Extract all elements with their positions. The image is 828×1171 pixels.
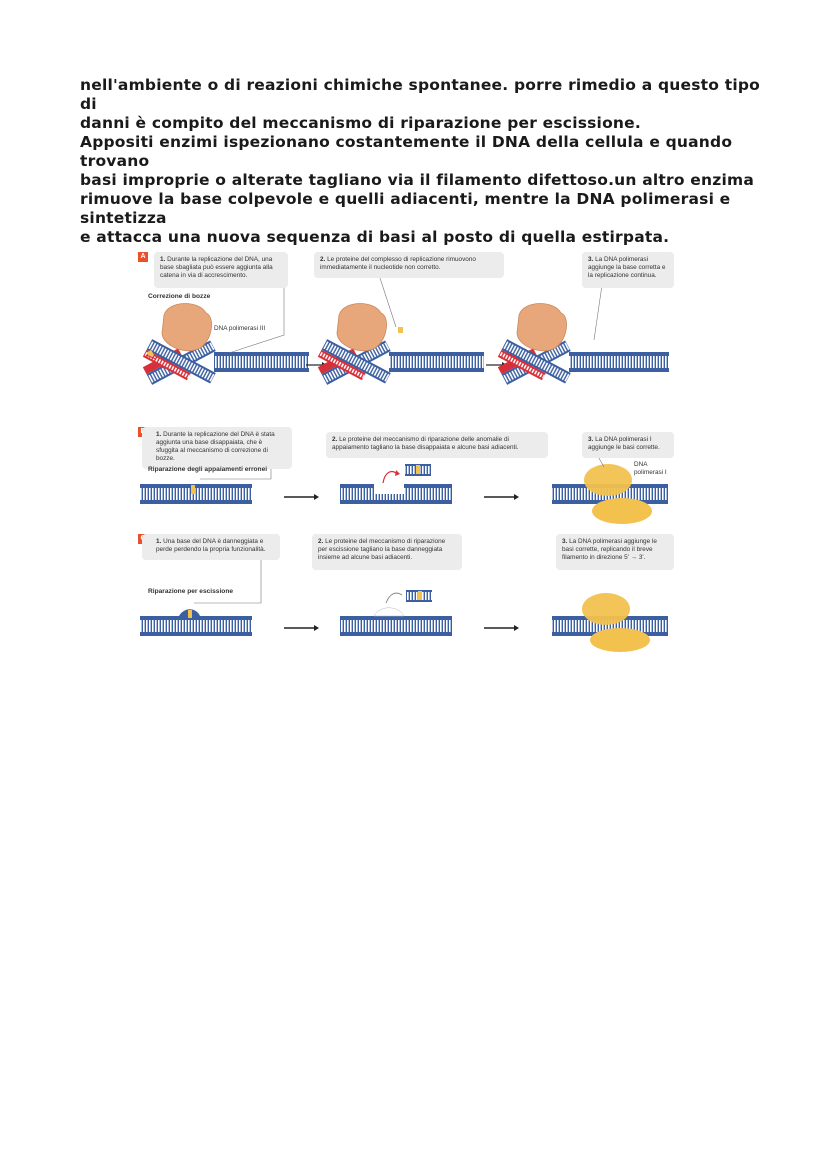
panel-c-step2-callout: 2. Le proteine del meccanismo di riparaz… — [312, 534, 462, 570]
panel-b-step2-graphic — [340, 464, 452, 504]
panel-a-step2-graphic — [317, 303, 484, 385]
arrow-c-2 — [484, 625, 519, 631]
panel-b-step3-number: 3. — [588, 436, 594, 443]
arrow-b-1 — [284, 494, 319, 500]
panel-b-step2-number: 2. — [332, 436, 338, 443]
panel-c-step3-text: La DNA polimerasi aggiunge le basi corre… — [562, 538, 657, 561]
panel-a-step3-graphic — [497, 303, 669, 385]
panel-a-step1-text: Durante la replicazione del DNA, una bas… — [160, 256, 273, 279]
dna-polimerasi-i-label: DNA polimerasi I — [634, 461, 667, 477]
panel-b-step1-graphic — [140, 484, 252, 504]
panel-a-step2-text: Le proteine del complesso di replicazion… — [320, 256, 476, 271]
text-line-3: Appositi enzimi ispezionano costantement… — [80, 133, 733, 170]
panel-c-step3-number: 3. — [562, 538, 568, 545]
text-line-6: e attacca una nuova sequenza di basi al … — [80, 228, 670, 246]
panel-b-step2-text: Le proteine del meccanismo di riparazion… — [332, 436, 519, 451]
panel-a-step3-number: 3. — [588, 256, 594, 263]
dna-polimerasi-i-label-line1: DNA — [634, 461, 648, 468]
panel-a-step1-graphic — [142, 303, 309, 385]
arrow-c-1 — [284, 625, 319, 631]
panel-c-step1-graphic — [140, 609, 252, 636]
text-line-2: danni è compito del meccanismo di ripara… — [80, 114, 641, 132]
panel-b-step3-text: La DNA polimerasi I aggiunge le basi cor… — [588, 436, 660, 451]
panel-b-step1-text: Durante la replicazione del DNA è stata … — [156, 431, 275, 462]
panel-a-step2-number: 2. — [320, 256, 326, 263]
panel-c-subtitle: Riparazione per escissione — [148, 588, 234, 595]
text-line-4: basi improprie o alterate tagliano via i… — [80, 171, 754, 189]
panel-b-step1-number: 1. — [156, 431, 162, 438]
panel-c-step1-number: 1. — [156, 538, 162, 545]
panel-a-step2-callout: 2. Le proteine del complesso di replicaz… — [314, 252, 504, 278]
text-line-5: rimuove la base colpevole e quelli adiac… — [80, 190, 731, 227]
panel-a-step3-text: La DNA polimerasi aggiunge la base corre… — [588, 256, 666, 279]
panel-c-step3-graphic — [552, 593, 668, 652]
panel-a-step1-number: 1. — [160, 256, 166, 263]
dna-polimerasi-iii-label: DNA polimerasi III — [214, 325, 266, 332]
panel-b-step2-callout: 2. Le proteine del meccanismo di riparaz… — [326, 432, 548, 458]
panel-c-step1-text: Una base del DNA è danneggiata e perde p… — [156, 538, 266, 553]
panel-a-subtitle: Correzione di bozze — [148, 293, 211, 300]
panel-c-step2-graphic — [340, 590, 452, 636]
arrow-b-2 — [484, 494, 519, 500]
panel-c-step2-text: Le proteine del meccanismo di riparazion… — [318, 538, 446, 561]
panel-c-step3-callout: 3. La DNA polimerasi aggiunge le basi co… — [556, 534, 674, 570]
dna-repair-illustration — [140, 274, 669, 652]
dna-polimerasi-i-label-line2: polimerasi I — [634, 469, 667, 476]
body-text: nell'ambiente o di reazioni chimiche spo… — [80, 76, 770, 247]
panel-a-step1-callout: 1. Durante la replicazione del DNA, una … — [154, 252, 288, 288]
panel-a-step3-callout: 3. La DNA polimerasi aggiunge la base co… — [582, 252, 674, 288]
panel-b-subtitle: Riparazione degli appaiamenti erronei — [148, 466, 268, 473]
dna-repair-figure: A 1. Durante la replicazione del DNA, un… — [134, 245, 679, 655]
text-line-1: nell'ambiente o di reazioni chimiche spo… — [80, 76, 761, 113]
panel-c-step1-callout: 1. Una base del DNA è danneggiata e perd… — [142, 534, 280, 560]
panel-a-letter: A — [138, 252, 148, 262]
panel-b-step3-callout: 3. La DNA polimerasi I aggiunge le basi … — [582, 432, 674, 458]
panel-b-step3-graphic — [552, 464, 668, 524]
panel-c-step2-number: 2. — [318, 538, 324, 545]
panel-b-step1-callout: 1. Durante la replicazione del DNA è sta… — [142, 427, 292, 469]
